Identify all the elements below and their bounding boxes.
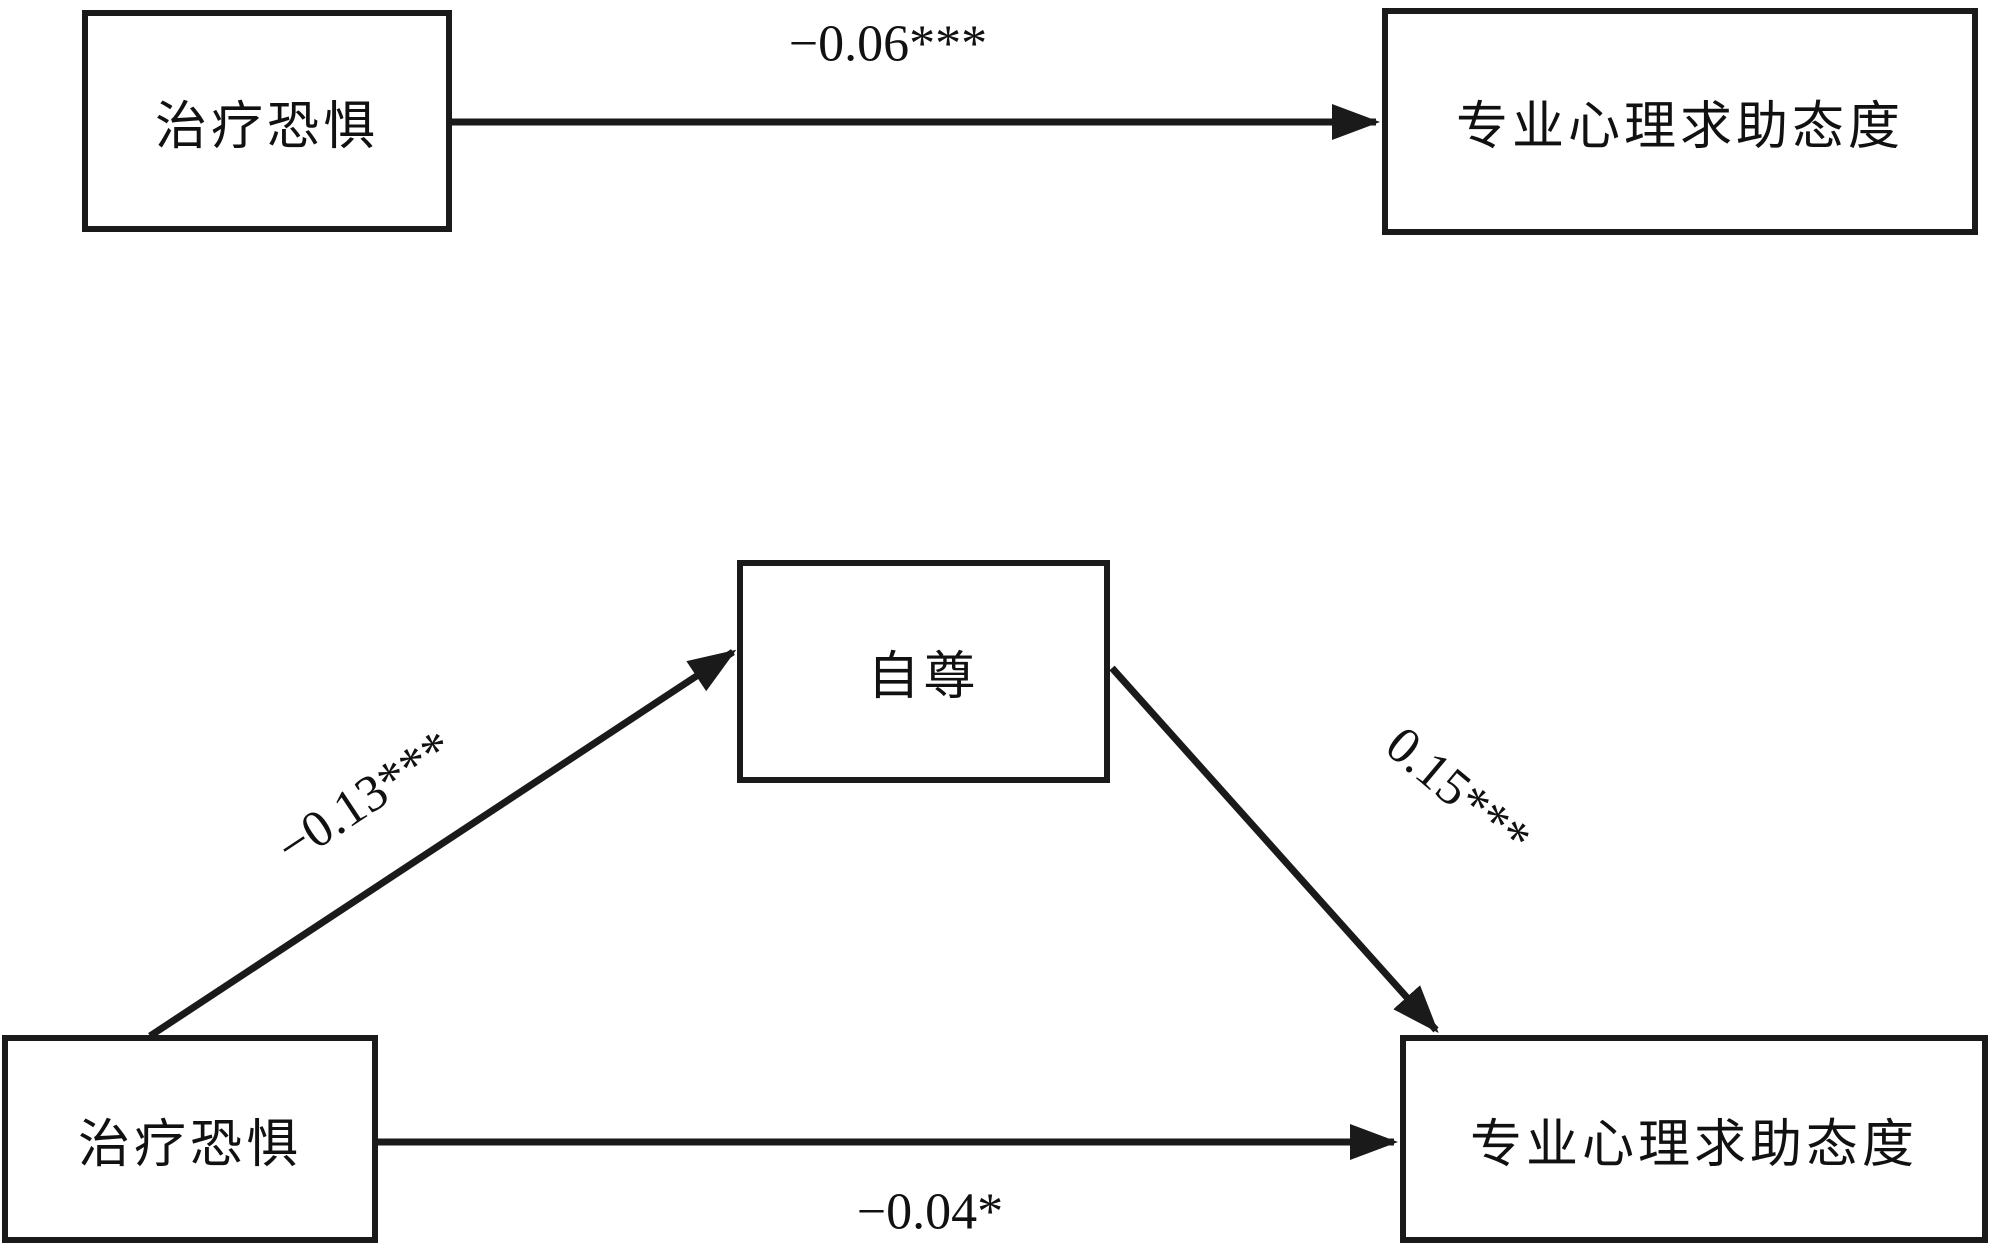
mediator-box: 自尊 [737, 560, 1110, 783]
top-outcome-box: 专业心理求助态度 [1382, 8, 1978, 235]
bottom-predictor-label: 治疗恐惧 [77, 1116, 302, 1174]
direct-effect-coefficient: −0.04* [856, 1183, 1004, 1241]
top-outcome-label: 专业心理求助态度 [1455, 99, 1904, 156]
bottom-outcome-label: 专业心理求助态度 [1469, 1116, 1918, 1174]
path-a-arrow [148, 649, 737, 1039]
bottom-predictor-box: 治疗恐惧 [2, 1035, 378, 1243]
bottom-outcome-box: 专业心理求助态度 [1400, 1035, 1988, 1243]
top-predictor-label: 治疗恐惧 [154, 98, 379, 156]
path-b-arrow [1109, 665, 1439, 1033]
top-predictor-box: 治疗恐惧 [82, 10, 452, 232]
total-effect-coefficient: −0.06*** [788, 15, 988, 73]
mediator-label: 自尊 [867, 649, 980, 706]
